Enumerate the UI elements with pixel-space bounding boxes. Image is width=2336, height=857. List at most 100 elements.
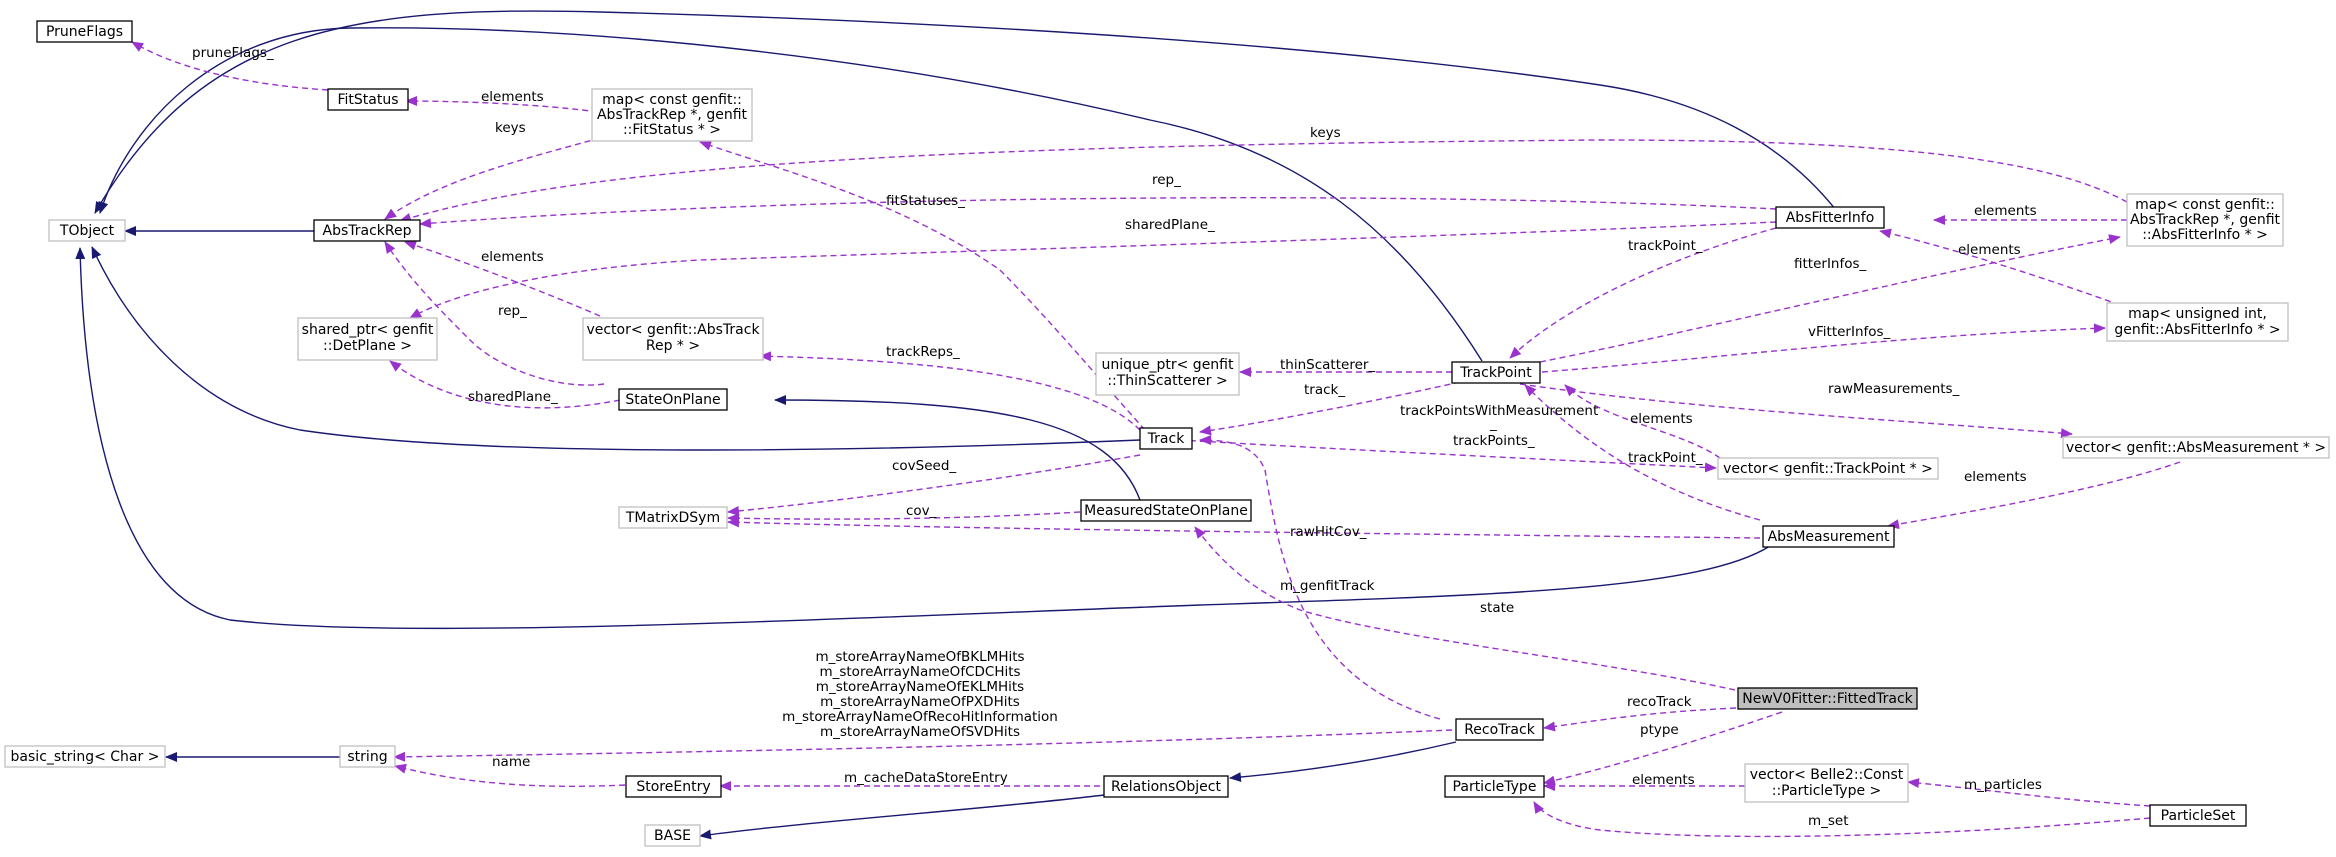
- node-particleset[interactable]: ParticleSet: [2149, 804, 2247, 827]
- label-state: state: [1480, 600, 1514, 616]
- label-thinscatterer: thinScatterer_: [1280, 357, 1375, 373]
- node-label: AbsMeasurement: [1768, 529, 1890, 545]
- node-abstrackrep[interactable]: AbsTrackRep: [313, 219, 421, 242]
- label-trackreps: trackReps_: [886, 344, 960, 360]
- node-track[interactable]: Track: [1139, 427, 1193, 450]
- label-trackpoints: trackPoints_: [1453, 433, 1535, 449]
- node-label: NewV0Fitter::FittedTrack: [1742, 691, 1913, 707]
- node-absmeasurement[interactable]: AbsMeasurement: [1762, 525, 1895, 548]
- node-label-line: ::AbsFitterInfo * >: [2142, 227, 2268, 243]
- label-vector-trackpoint-elements: elements: [1630, 411, 1693, 427]
- node-trackpoint[interactable]: TrackPoint: [1451, 361, 1541, 384]
- node-measuredstateonplane[interactable]: MeasuredStateOnPlane: [1080, 499, 1252, 522]
- node-label: ParticleSet: [2161, 808, 2236, 824]
- node-label: TObject: [59, 223, 115, 239]
- label-recotrack: recoTrack: [1627, 694, 1692, 710]
- node-tmatrixdsym[interactable]: TMatrixDSym: [618, 506, 728, 529]
- node-label: AbsFitterInfo: [1786, 210, 1875, 226]
- edge-rawmeasurements: [1519, 383, 2073, 439]
- edge-absfitterinfo-tobject: [94, 10, 1837, 214]
- node-label: StoreEntry: [636, 779, 710, 795]
- label-rep-stateonplane: rep_: [498, 303, 527, 319]
- edge-fitstatuses: [699, 140, 1146, 431]
- edge-map-keys: [384, 137, 601, 220]
- label-ptype: ptype: [1640, 722, 1679, 738]
- node-unique-ptr[interactable]: unique_ptr< genfit ::ThinScatterer >: [1095, 352, 1240, 396]
- edge-trackpoints: [1179, 439, 1717, 473]
- node-relationsobject[interactable]: RelationsObject: [1103, 775, 1229, 798]
- node-shared-ptr[interactable]: shared_ptr< genfit ::DetPlane >: [297, 317, 438, 361]
- node-label: FitStatus: [337, 92, 398, 108]
- inheritance-edges: [75, 10, 1837, 840]
- node-label-line: map< const genfit::: [2135, 197, 2275, 213]
- edge-sharedplane-absfitter: [409, 221, 1777, 319]
- edge-m-set: [1533, 801, 2151, 838]
- edge-vector-elements: [404, 240, 601, 317]
- node-label-line: ::DetPlane >: [323, 338, 412, 354]
- node-base[interactable]: BASE: [644, 824, 701, 847]
- node-absfitterinfo[interactable]: AbsFitterInfo: [1775, 206, 1885, 229]
- node-pruneflags[interactable]: PruneFlags: [36, 20, 133, 43]
- label-m-set: m_set: [1808, 813, 1849, 829]
- node-fittedtrack[interactable]: NewV0Fitter::FittedTrack: [1737, 687, 1918, 710]
- node-vector-abstrackrep[interactable]: vector< genfit::AbsTrack Rep * >: [582, 317, 764, 361]
- edge-trackpointswithmeasurement: [1564, 384, 1721, 459]
- node-label: RelationsObject: [1111, 779, 1221, 795]
- edge-vector-absmeas-elements: [1887, 461, 2181, 530]
- edge-covseed: [727, 454, 1141, 516]
- node-stateonplane[interactable]: StateOnPlane: [618, 388, 728, 411]
- node-label: Track: [1147, 431, 1186, 447]
- node-tobject[interactable]: TObject: [48, 219, 126, 242]
- label-map-elements: elements: [1974, 203, 2037, 219]
- label-trackpointswithmeasurement: trackPointsWithMeasurement: [1400, 403, 1598, 419]
- edge-elements-map-unsigned: [1879, 228, 2121, 306]
- label-track: track_: [1304, 382, 1345, 398]
- edge-sharedplane-stateonplane: [389, 360, 621, 409]
- node-label: RecoTrack: [1464, 722, 1536, 738]
- label-elements-map-unsigned: elements: [1958, 242, 2021, 258]
- node-storeentry[interactable]: StoreEntry: [625, 775, 722, 798]
- label-m-particles: m_particles: [1964, 777, 2042, 793]
- node-label-line: ::FitStatus * >: [623, 122, 721, 138]
- edge-rawhitcov: [727, 517, 1761, 539]
- node-basic-string[interactable]: basic_string< Char >: [4, 745, 166, 768]
- label-particletype-elements: elements: [1632, 772, 1695, 788]
- label-trackpoint-absfitter: trackPoint_: [1628, 238, 1703, 254]
- node-vector-particletype[interactable]: vector< Belle2::Const ::ParticleType >: [1744, 763, 1909, 803]
- node-label: ParticleType: [1453, 779, 1537, 795]
- edge-trackpoint-absmeas: [1524, 384, 1761, 521]
- edge-vfitterinfos: [1541, 323, 2106, 373]
- node-label-line: genfit::AbsFitterInfo * >: [2114, 322, 2280, 338]
- node-label-line: vector< genfit::AbsTrack: [586, 322, 760, 338]
- edge-absmeasurement-tobject: [75, 247, 1771, 630]
- node-map-fitstatus[interactable]: map< const genfit:: AbsTrackRep *, genfi…: [591, 88, 753, 142]
- label-fitstatuses: fitStatuses_: [886, 193, 965, 209]
- node-fitstatus[interactable]: FitStatus: [327, 88, 409, 111]
- node-label-line: map< unsigned int,: [2128, 306, 2267, 322]
- node-recotrack[interactable]: RecoTrack: [1455, 718, 1544, 741]
- label-cov: cov_: [906, 503, 937, 519]
- node-label: TrackPoint: [1459, 365, 1532, 381]
- label-trackpoint-absmeas: trackPoint_: [1628, 450, 1703, 466]
- node-label-line: ::ThinScatterer >: [1107, 373, 1227, 389]
- node-map-absfitterinfo[interactable]: map< const genfit:: AbsTrackRep *, genfi…: [2126, 193, 2284, 247]
- edge-recotrack: [1543, 707, 1737, 732]
- label-sharedplane-stateonplane: sharedPlane_: [468, 389, 558, 405]
- edge-track-tobject: [91, 246, 1141, 451]
- nodes: PruneFlags FitStatus TObject AbsTrackRep…: [4, 20, 2330, 847]
- label-name: name: [492, 754, 530, 770]
- node-vector-trackpoint[interactable]: vector< genfit::TrackPoint * >: [1717, 457, 1939, 480]
- label-fitterinfos: fitterInfos_: [1794, 256, 1867, 272]
- node-label: vector< genfit::TrackPoint * >: [1723, 461, 1933, 477]
- node-map-unsigned[interactable]: map< unsigned int, genfit::AbsFitterInfo…: [2106, 302, 2289, 342]
- node-string[interactable]: string: [339, 745, 396, 768]
- node-particletype[interactable]: ParticleType: [1444, 775, 1545, 798]
- label-trackpointswithmeasurement-underscore: _: [1489, 416, 1497, 432]
- node-vector-absmeasurement[interactable]: vector< genfit::AbsMeasurement * >: [2062, 436, 2330, 459]
- label-string-member: m_storeArrayNameOfPXDHits: [820, 694, 1020, 710]
- edge-m-particles: [1907, 778, 2151, 807]
- edge-rep-stateonplane: [384, 241, 605, 386]
- label-map-keys: keys: [495, 120, 526, 136]
- edge-recotrack-relationsobject: [1229, 741, 1457, 783]
